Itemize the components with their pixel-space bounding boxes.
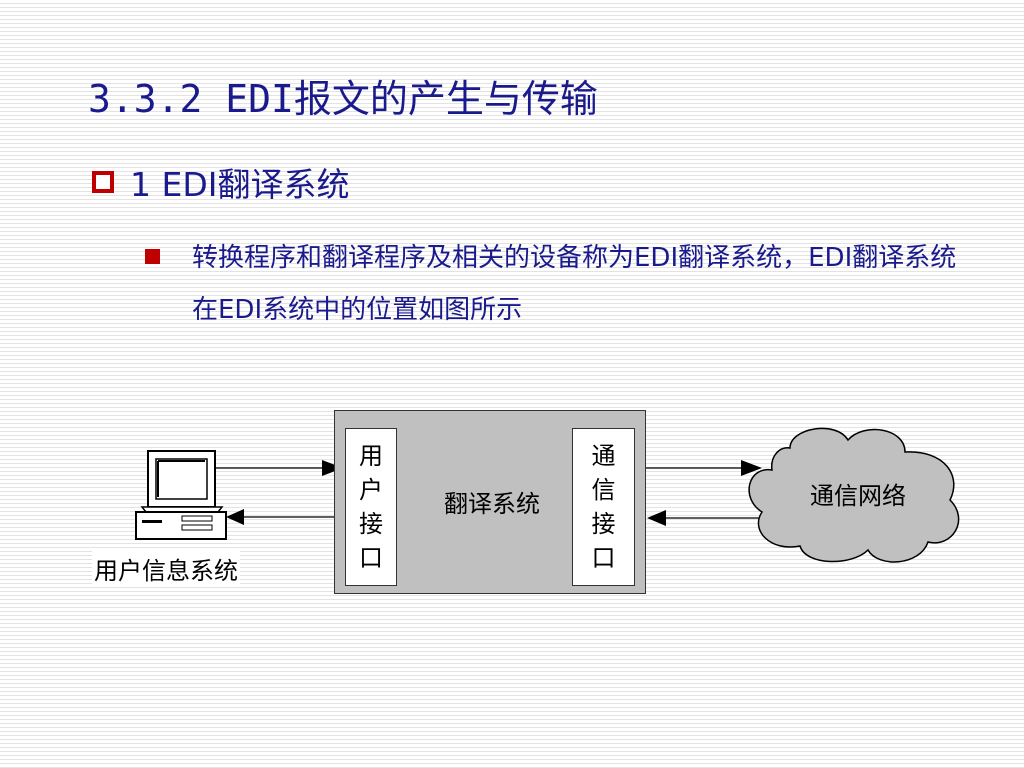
bullet-level2: 转换程序和翻译程序及相关的设备称为EDI翻译系统，EDI翻译系统在EDI系统中的… bbox=[145, 232, 975, 336]
network-label: 通信网络 bbox=[810, 482, 906, 510]
arrow-icon bbox=[741, 460, 762, 476]
comm-interface-char: 接 bbox=[591, 510, 616, 538]
user-interface-char: 户 bbox=[359, 476, 383, 504]
cloud-icon bbox=[748, 427, 960, 563]
user-interface-char: 接 bbox=[359, 510, 383, 538]
bullet-level1-text: 1 EDI翻译系统 bbox=[130, 165, 350, 204]
comm-interface-char: 通 bbox=[591, 442, 616, 470]
arrow-icon bbox=[226, 509, 244, 525]
hollow-square-bullet-icon bbox=[92, 171, 114, 193]
bullet-level2-text: 转换程序和翻译程序及相关的设备称为EDI翻译系统，EDI翻译系统在EDI系统中的… bbox=[192, 243, 957, 325]
user-interface-box: 用 户 接 口 bbox=[345, 428, 397, 586]
computer-label: 用户信息系统 bbox=[92, 551, 240, 586]
user-interface-char: 口 bbox=[359, 544, 383, 572]
comm-interface-char: 信 bbox=[591, 476, 616, 504]
comm-interface-char: 口 bbox=[591, 544, 616, 572]
slide-title: 3.3.2 EDI报文的产生与传输 bbox=[88, 77, 598, 121]
arrow-icon bbox=[647, 510, 666, 526]
bullet-level1: 1 EDI翻译系统 bbox=[92, 160, 349, 204]
comm-interface-box: 通 信 接 口 bbox=[572, 428, 635, 586]
user-interface-char: 用 bbox=[359, 442, 383, 470]
computer-icon bbox=[135, 450, 227, 540]
arrow-icon bbox=[322, 460, 343, 476]
translation-system-label: 翻译系统 bbox=[444, 490, 540, 518]
filled-square-bullet-icon bbox=[145, 249, 160, 264]
